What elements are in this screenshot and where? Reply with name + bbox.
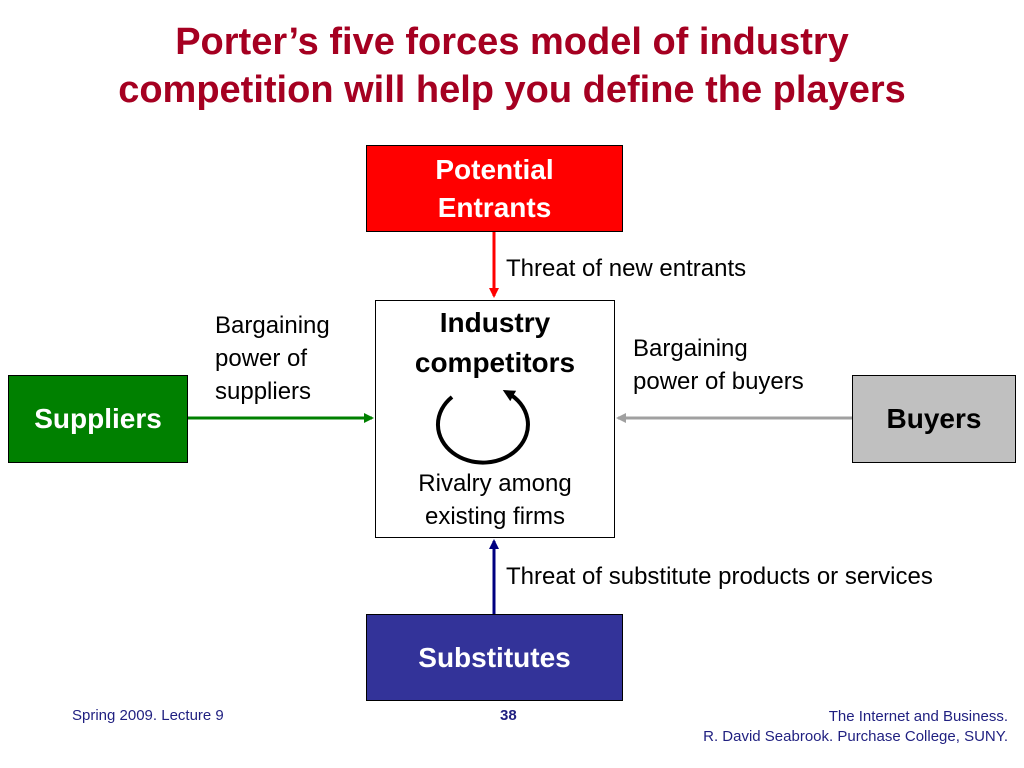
threat-new-entrants-label: Threat of new entrants	[506, 255, 747, 282]
suppliers-box: Suppliers	[8, 375, 188, 463]
potential-entrants-line-1: Potential	[435, 153, 554, 185]
substitutes-box: Substitutes	[366, 614, 623, 701]
industry-line-1: Industry	[439, 307, 551, 338]
rivalry-cycle-icon	[436, 390, 530, 465]
rivalry-line-2: existing firms	[424, 503, 566, 530]
footer-credits-line-1: The Internet and Business.	[828, 708, 1008, 725]
footer-credits: The Internet and Business. R. David Seab…	[703, 707, 1008, 747]
buyers-box: Buyers	[852, 375, 1016, 463]
buyers-label: Buyers	[886, 403, 982, 434]
title-line-1: Porter’s five forces model of industry	[175, 21, 849, 63]
footer-course: Spring 2009. Lecture 9	[72, 707, 224, 724]
title-line-2: competition will help you define the pla…	[118, 69, 906, 111]
supplier-power-line-1: Bargaining	[215, 312, 330, 339]
industry-competitors-title: Industry competitors	[376, 303, 614, 383]
buyer-power-line-2: power of buyers	[633, 368, 804, 395]
supplier-power-line-3: suppliers	[215, 378, 312, 405]
slide-title: Porter’s five forces model of industry c…	[0, 18, 1024, 114]
potential-entrants-box: Potential Entrants	[366, 145, 623, 232]
buyer-power-label: Bargaining power of buyers	[633, 332, 853, 398]
threat-substitutes-label: Threat of substitute products or service…	[506, 563, 933, 590]
supplier-power-label: Bargaining power of suppliers	[215, 309, 365, 408]
industry-line-2: competitors	[414, 347, 576, 378]
rivalry-line-1: Rivalry among	[418, 470, 572, 497]
industry-competitors-box: Industry competitors Rivalry among exist…	[375, 300, 615, 538]
rivalry-text: Rivalry among existing firms	[376, 467, 614, 533]
buyer-power-line-1: Bargaining	[633, 335, 748, 362]
supplier-power-line-2: power of	[215, 345, 308, 372]
suppliers-label: Suppliers	[34, 403, 162, 434]
substitutes-label: Substitutes	[418, 641, 571, 673]
potential-entrants-line-2: Entrants	[437, 191, 552, 223]
footer-credits-line-2: R. David Seabrook. Purchase College, SUN…	[703, 728, 1008, 745]
footer-page-number: 38	[500, 707, 517, 724]
